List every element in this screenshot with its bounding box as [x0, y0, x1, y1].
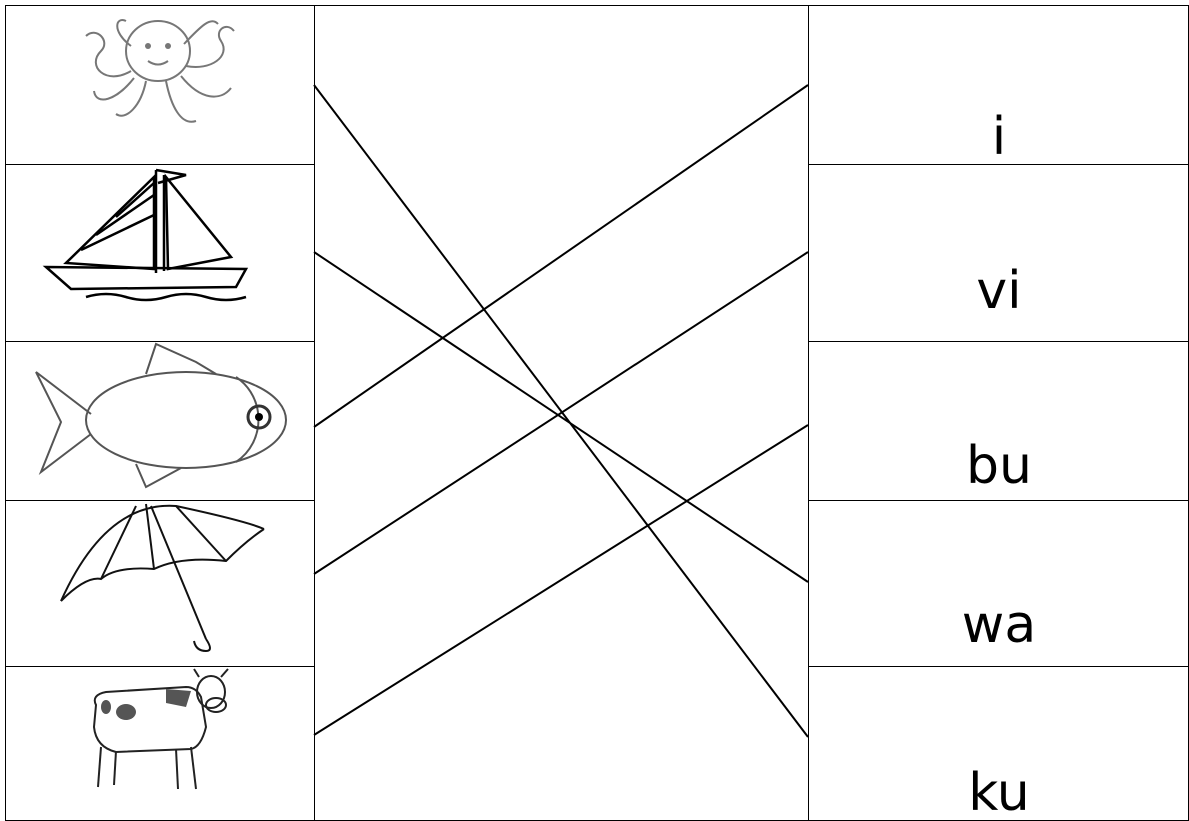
connection-line-2 — [314, 252, 808, 582]
connection-line-5 — [314, 425, 808, 735]
connection-line-1 — [314, 85, 808, 737]
connection-line-3 — [314, 85, 808, 427]
